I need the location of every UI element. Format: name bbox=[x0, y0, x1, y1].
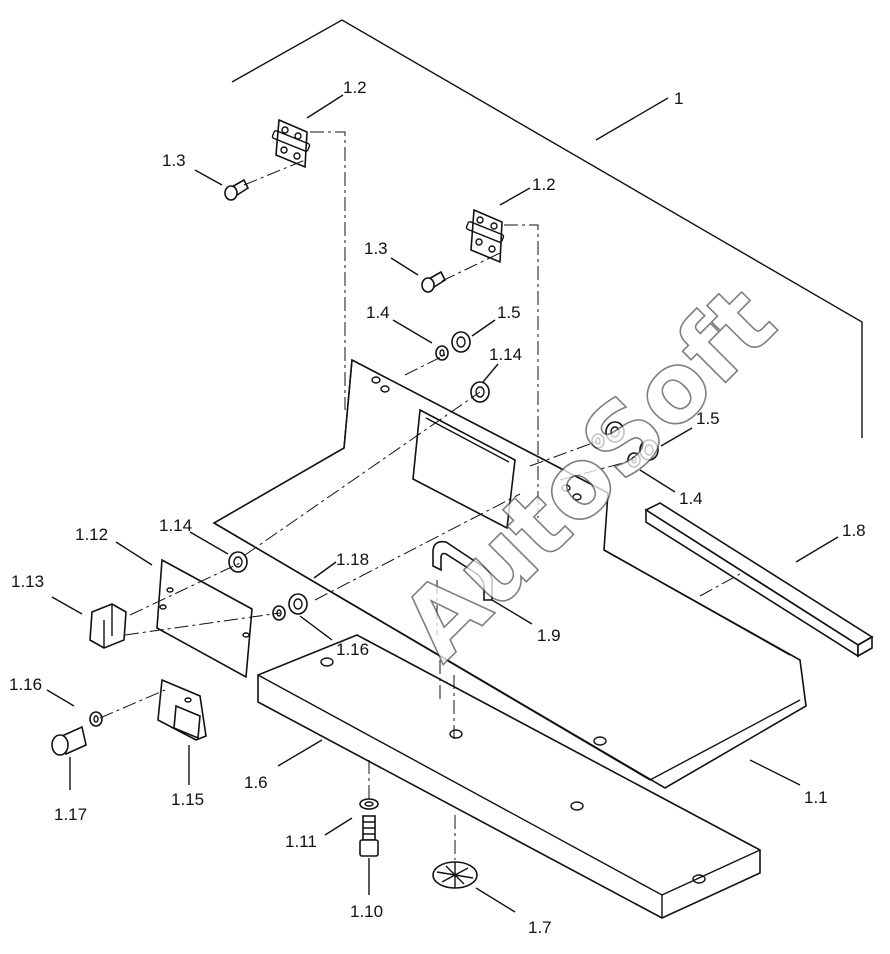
callout-1-4-right: 1.4 bbox=[679, 489, 703, 508]
nut-1-14-lower bbox=[228, 551, 248, 573]
callout-1-9: 1.9 bbox=[537, 626, 561, 645]
callout-1-12: 1.12 bbox=[75, 525, 108, 544]
callout-1-3-mid: 1.3 bbox=[364, 239, 388, 258]
pad-1-7 bbox=[432, 861, 478, 889]
callout-1-15: 1.15 bbox=[171, 790, 204, 809]
base-plate bbox=[257, 634, 761, 919]
callout-1-2-mid: 1.2 bbox=[532, 175, 556, 194]
callout-1-1: 1.1 bbox=[804, 788, 828, 807]
callout-1-3-top: 1.3 bbox=[162, 151, 186, 170]
callout-1-17: 1.17 bbox=[54, 805, 87, 824]
callout-1-16-left: 1.16 bbox=[9, 675, 42, 694]
strip-bar bbox=[644, 502, 874, 658]
callout-labels: 1 1.2 1.3 1.2 1.3 1.4 1.5 1.14 1.5 1.4 1… bbox=[9, 78, 866, 937]
callout-1-14-lower: 1.14 bbox=[159, 516, 192, 535]
callout-1-13: 1.13 bbox=[11, 572, 44, 591]
screw-middle bbox=[421, 270, 447, 293]
callout-1-2-top: 1.2 bbox=[343, 78, 367, 97]
latch-1-15 bbox=[157, 678, 207, 741]
main-tray bbox=[212, 358, 807, 789]
screw-1-10 bbox=[359, 798, 379, 857]
callout-1: 1 bbox=[674, 89, 683, 108]
callout-1-5-upper: 1.5 bbox=[497, 303, 521, 322]
assembly-bracket bbox=[231, 19, 863, 438]
washer-nut-right-inner bbox=[591, 421, 625, 449]
callout-1-10: 1.10 bbox=[350, 902, 383, 921]
washer-nut-upper bbox=[435, 331, 471, 361]
bracket-1-13 bbox=[89, 603, 127, 649]
screw-top bbox=[224, 178, 250, 201]
washer-nut-1-16 bbox=[272, 593, 308, 621]
hinge-middle bbox=[465, 208, 505, 264]
callout-1-8: 1.8 bbox=[842, 521, 866, 540]
cover-plate bbox=[156, 558, 253, 679]
callout-1-11: 1.11 bbox=[285, 832, 317, 851]
callout-1-18: 1.18 bbox=[336, 550, 369, 569]
callout-1-7: 1.7 bbox=[528, 918, 552, 937]
callout-1-4-upper: 1.4 bbox=[366, 303, 390, 322]
bolt-1-17 bbox=[51, 711, 103, 756]
handle bbox=[432, 540, 494, 601]
callout-1-6: 1.6 bbox=[244, 773, 268, 792]
callout-1-5-right: 1.5 bbox=[696, 409, 720, 428]
leader-lines bbox=[46, 94, 839, 913]
callout-1-14-upper: 1.14 bbox=[489, 345, 522, 364]
callout-1-16-right: 1.16 bbox=[336, 640, 369, 659]
hinge-top bbox=[271, 118, 311, 169]
assembly-lines bbox=[99, 131, 741, 860]
